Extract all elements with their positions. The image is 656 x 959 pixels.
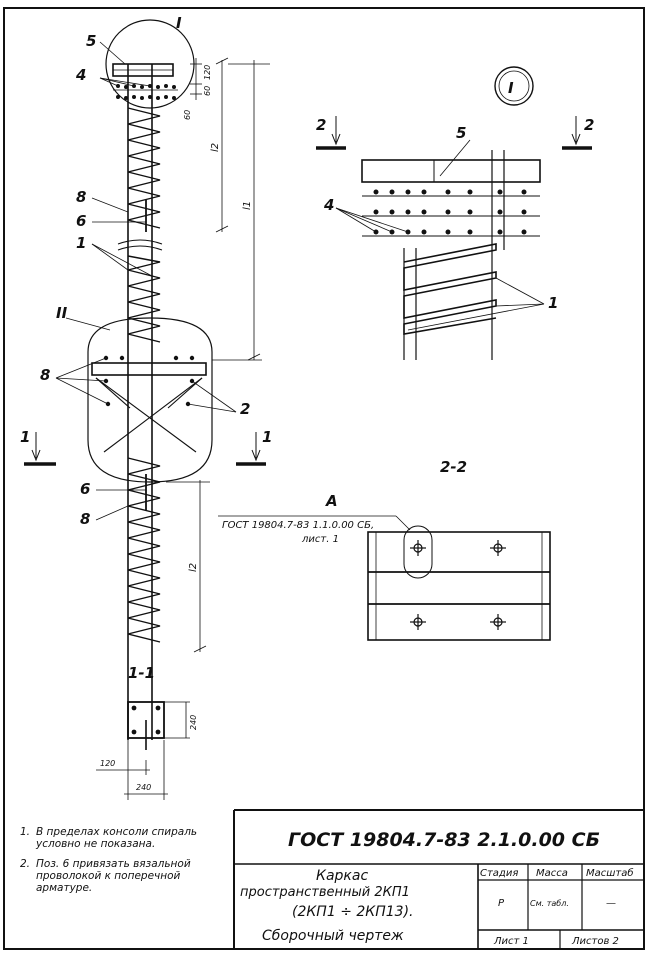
- pos-5-left: 5: [86, 32, 96, 50]
- pos-1-detail: 1: [548, 294, 558, 312]
- note-text: Поз. 6 привязать вязальной проволокой к …: [36, 858, 191, 894]
- sheets-label: Листов 2: [571, 936, 619, 947]
- rebar-dots-top: [116, 84, 176, 100]
- pos-6-lower: 6: [80, 480, 90, 498]
- dim-120: 120: [203, 65, 212, 80]
- designation: ГОСТ 19804.7-83 2.1.0.00 СБ: [288, 829, 600, 851]
- pos-4-detail: 4: [323, 196, 334, 214]
- detail-I-marker: I: [508, 79, 514, 97]
- spiral-middle: [127, 255, 161, 343]
- section-1-1-view: [96, 701, 190, 800]
- dim-l2-upper: l2: [210, 143, 221, 152]
- note-number: 1.: [20, 826, 31, 838]
- section-2-2-view: [218, 515, 551, 641]
- note-item: 1. В пределах консоли спираль условно не…: [20, 826, 230, 850]
- detail-II-outline: [87, 317, 213, 483]
- spiral-lower: [127, 457, 161, 643]
- dim-60-a: 60: [203, 86, 212, 96]
- pos-8-middle: 8: [40, 366, 50, 384]
- note-text: В пределах консоли спираль условно не по…: [36, 826, 198, 850]
- title-block-lines: [233, 809, 644, 949]
- dim-240-horizontal: 240: [136, 783, 151, 792]
- view-II-marker: II: [56, 304, 68, 322]
- pos-5-detail: 5: [456, 124, 466, 142]
- dim-120-horizontal: 120: [100, 759, 115, 768]
- view-I-marker: I: [176, 14, 182, 32]
- col-stage: Стадия: [480, 868, 518, 879]
- section-2-2-label: 2-2: [440, 458, 467, 476]
- dim-l1: l1: [242, 201, 253, 210]
- sheet-frame: [3, 7, 645, 950]
- view-A-label: A: [325, 492, 338, 510]
- pos-4-left: 4: [75, 66, 86, 84]
- note-item: 2. Поз. 6 привязать вязальной проволокой…: [20, 858, 230, 894]
- cut-1-right: 1: [262, 428, 272, 446]
- pos-1-left: 1: [76, 234, 86, 252]
- col-scale: Масштаб: [586, 867, 634, 879]
- mass-value: См. табл.: [530, 899, 569, 908]
- detail-I-view: [316, 66, 592, 360]
- pos-2: 2: [240, 400, 250, 418]
- pos-6-upper: 6: [76, 212, 86, 230]
- col-mass: Масса: [536, 868, 568, 879]
- sheet-label: Лист 1: [493, 936, 529, 947]
- section-1-1-label: 1-1: [128, 664, 155, 682]
- detail-spiral: [403, 243, 497, 335]
- name-line-4: Сборочный чертеж: [262, 928, 404, 944]
- ref-sheet-line: лист. 1: [301, 534, 339, 545]
- ref-gost-line: ГОСТ 19804.7-83 1.1.0.00 СБ,: [222, 520, 374, 531]
- dim-l2-lower: l2: [188, 563, 199, 572]
- note-number: 2.: [20, 858, 31, 870]
- cut-2-right: 2: [584, 116, 594, 134]
- spiral-upper: [127, 107, 161, 229]
- stage-value: Р: [498, 898, 505, 909]
- cut-1-left: 1: [20, 428, 30, 446]
- dim-60-b: 60: [183, 110, 192, 120]
- notes-block: 1. В пределах консоли спираль условно не…: [20, 826, 230, 902]
- scale-value: —: [606, 898, 616, 909]
- name-line-1: Каркас: [316, 868, 368, 884]
- dim-240-vertical: 240: [189, 715, 198, 730]
- name-line-2: пространственный 2КП1: [240, 885, 410, 900]
- cut-2-left: 2: [316, 116, 326, 134]
- pos-8-lower: 8: [80, 510, 90, 528]
- name-line-3: (2КП1 ÷ 2КП13).: [292, 904, 413, 920]
- pos-8-upper: 8: [76, 188, 86, 206]
- elevation-view: [24, 19, 270, 740]
